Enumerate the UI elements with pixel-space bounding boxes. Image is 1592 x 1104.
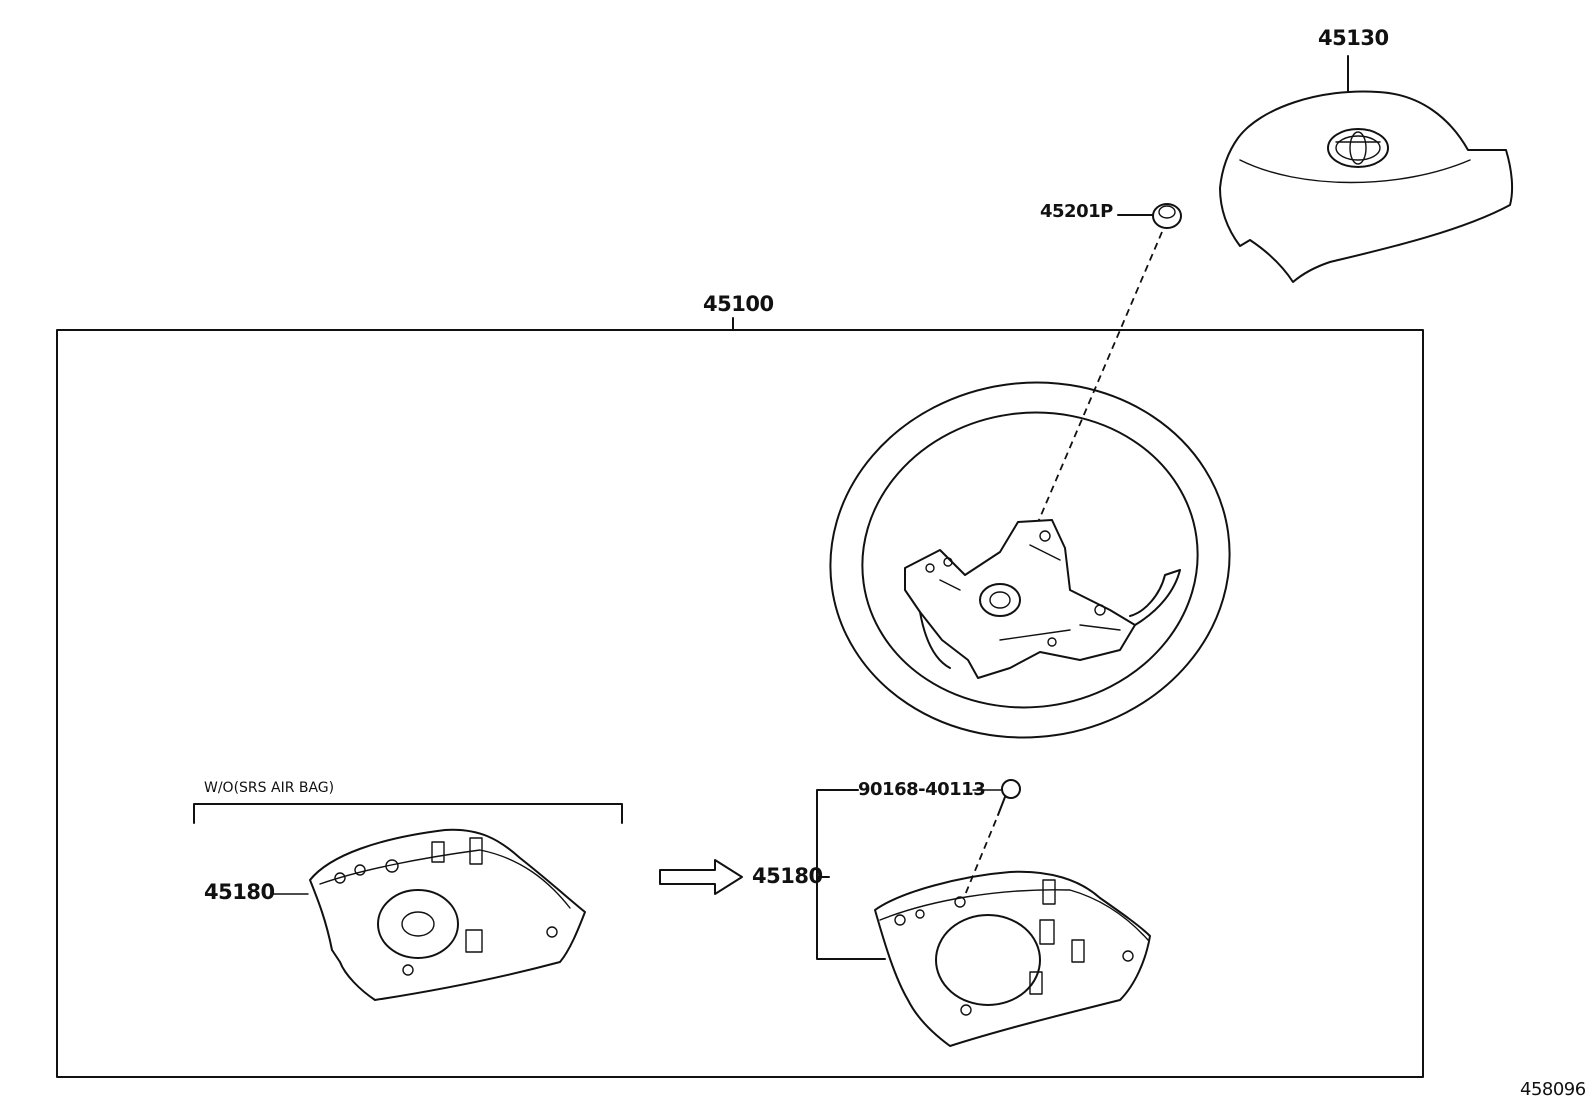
callout-45100: 45100 bbox=[703, 292, 774, 316]
steering-wheel bbox=[829, 381, 1231, 739]
plug-clip bbox=[1023, 203, 1182, 556]
condition-bracket bbox=[193, 803, 623, 824]
callout-45180-right: 45180 bbox=[752, 864, 823, 888]
callout-45180-left: 45180 bbox=[204, 880, 275, 904]
condition-note: W/O(SRS AIR BAG) bbox=[204, 780, 335, 796]
callout-90168-40113: 90168-40113 bbox=[858, 779, 986, 800]
lower-cover-right bbox=[816, 779, 1151, 1047]
figure-id: 458096 bbox=[1520, 1079, 1586, 1100]
callout-45130: 45130 bbox=[1318, 26, 1389, 50]
horn-pad-cover bbox=[1219, 55, 1514, 283]
lower-cover-left bbox=[271, 828, 586, 1001]
callout-45201p: 45201P bbox=[1040, 201, 1113, 222]
assembly-frame bbox=[56, 329, 1424, 1078]
toyota-emblem-icon bbox=[1327, 128, 1389, 168]
transition-arrow-icon bbox=[659, 859, 743, 895]
